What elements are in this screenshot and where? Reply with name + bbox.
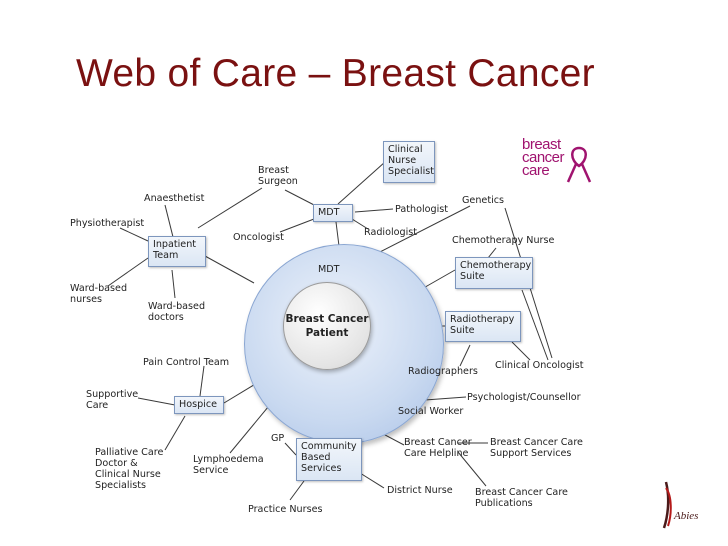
ribbon-icon — [566, 146, 592, 183]
label-anaesthetist: Anaesthetist — [144, 193, 205, 204]
label-radiologist: Radiologist — [364, 227, 418, 238]
label-social-worker: Social Worker — [398, 406, 464, 417]
patient-label-line2: Patient — [305, 327, 349, 339]
mdt-ring-label: MDT — [318, 264, 340, 275]
patient-circle: Breast Cancer Patient — [283, 282, 371, 370]
box-radiotherapy-suite: Radiotherapy Suite — [445, 311, 521, 342]
label-pain-control-team: Pain Control Team — [143, 357, 230, 368]
label-physiotherapist: Physiotherapist — [70, 218, 145, 229]
patient-label-line1: Breast Cancer — [285, 313, 369, 325]
label-district-nurse: District Nurse — [387, 485, 453, 496]
box-clinical-nurse-specialist: Clinical Nurse Specialist — [383, 141, 435, 183]
label-oncologist: Oncologist — [233, 232, 284, 243]
label-gp: GP — [271, 433, 285, 444]
box-community-based-services: Community Based Services — [296, 438, 362, 481]
label-practice-nurses: Practice Nurses — [248, 504, 323, 515]
abies-mark-icon — [662, 481, 672, 529]
breast-cancer-care-logo: breast cancer care — [522, 137, 594, 194]
label-radiographers: Radiographers — [408, 366, 478, 377]
label-clinical-oncologist: Clinical Oncologist — [495, 360, 584, 371]
label-pathologist: Pathologist — [395, 204, 448, 215]
abies-label: Abies — [674, 510, 699, 522]
label-genetics: Genetics — [462, 195, 505, 206]
box-inpatient-team: Inpatient Team — [148, 236, 206, 267]
box-hospice: Hospice — [174, 396, 224, 414]
page-title: Web of Care – Breast Cancer — [76, 52, 595, 95]
label-psychologist-counsellor: Psychologist/Counsellor — [467, 392, 581, 403]
label-chemotherapy-nurse: Chemotherapy Nurse — [452, 235, 555, 246]
box-mdt: MDT — [313, 204, 353, 222]
box-chemotherapy-suite: Chemotherapy Suite — [455, 257, 533, 289]
abies-logo: Abies — [652, 476, 708, 532]
